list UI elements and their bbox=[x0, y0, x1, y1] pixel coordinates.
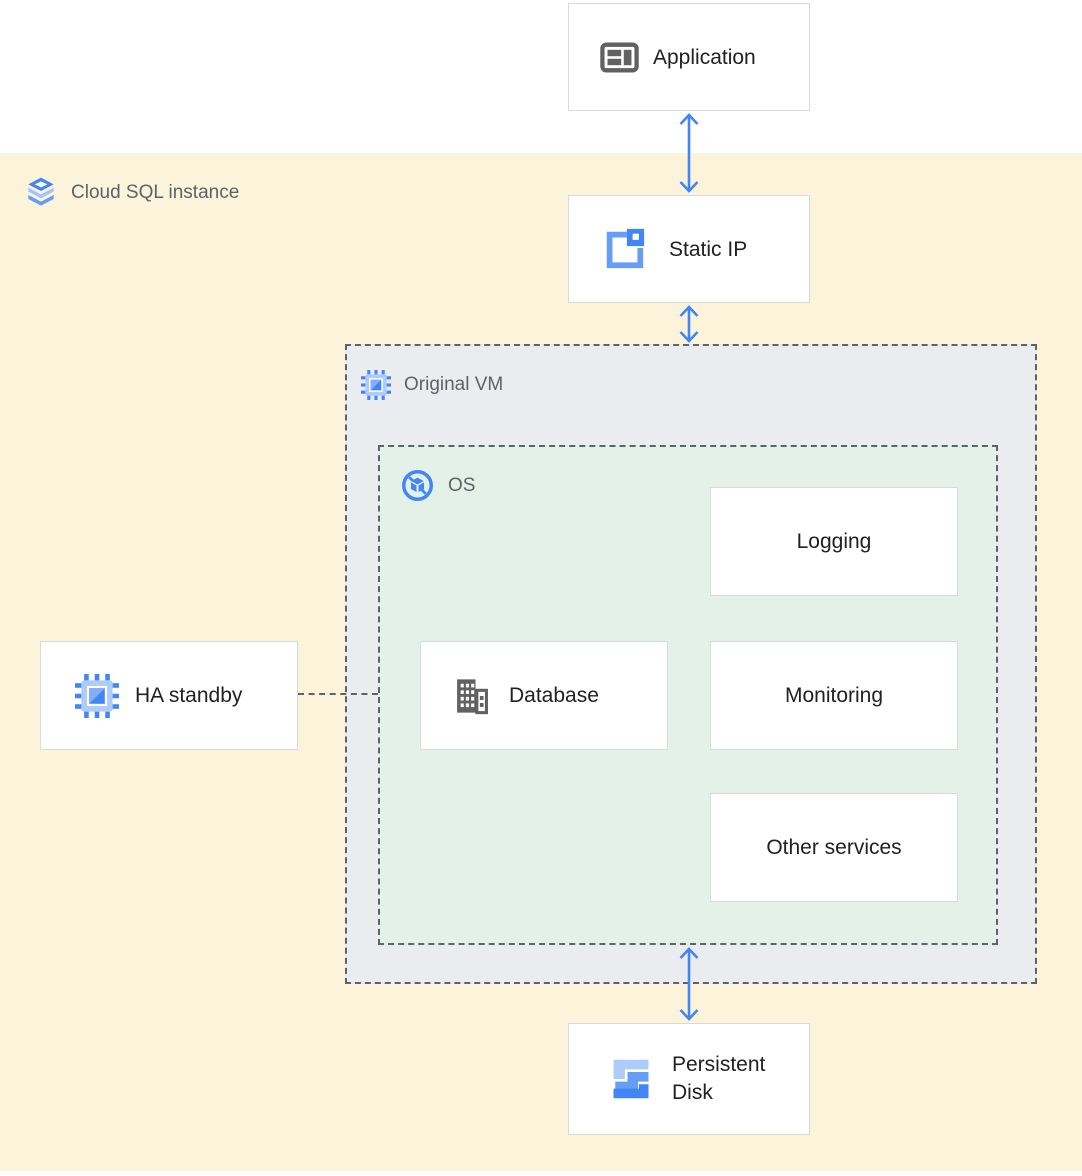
compute-engine-icon bbox=[361, 370, 391, 400]
logging-node: Logging bbox=[710, 487, 958, 596]
application-node: Application bbox=[568, 3, 810, 111]
database-label: Database bbox=[509, 684, 599, 707]
ha-standby-node: HA standby bbox=[40, 641, 298, 750]
persistent-disk-node: Persistent Disk bbox=[568, 1023, 810, 1135]
original-vm-zone-label-group: Original VM bbox=[361, 370, 503, 400]
os-image-icon bbox=[402, 470, 433, 501]
other-services-label: Other services bbox=[766, 836, 902, 859]
static-ip-label: Static IP bbox=[669, 237, 748, 261]
database-node: Database bbox=[420, 641, 668, 750]
original-vm-zone-label: Original VM bbox=[404, 374, 504, 395]
logging-label: Logging bbox=[796, 530, 872, 553]
compute-engine-icon bbox=[75, 673, 119, 718]
os-zone-label-group: OS bbox=[401, 469, 475, 502]
cloud-sql-icon bbox=[28, 177, 54, 206]
persistent-disk-label: Persistent Disk bbox=[672, 1053, 766, 1104]
monitoring-label: Monitoring bbox=[784, 684, 884, 707]
application-window-icon bbox=[600, 42, 639, 72]
monitoring-node: Monitoring bbox=[710, 641, 958, 750]
cloud-sql-zone-label: Cloud SQL instance bbox=[71, 182, 240, 203]
arrow-application-static-ip bbox=[679, 113, 699, 193]
arrow-os-persistent-disk bbox=[679, 947, 699, 1021]
arrow-static-ip-vm bbox=[679, 305, 699, 343]
database-building-icon bbox=[457, 678, 488, 714]
external-ip-icon bbox=[606, 228, 645, 269]
ha-standby-label: HA standby bbox=[135, 684, 243, 707]
persistent-disk-icon bbox=[613, 1059, 649, 1099]
static-ip-node: Static IP bbox=[568, 195, 810, 303]
ha-standby-connector-line bbox=[298, 693, 378, 695]
os-zone-label: OS bbox=[448, 474, 476, 496]
application-label: Application bbox=[653, 45, 756, 69]
other-services-node: Other services bbox=[710, 793, 958, 902]
cloud-sql-zone-label-group: Cloud SQL instance bbox=[25, 177, 239, 209]
